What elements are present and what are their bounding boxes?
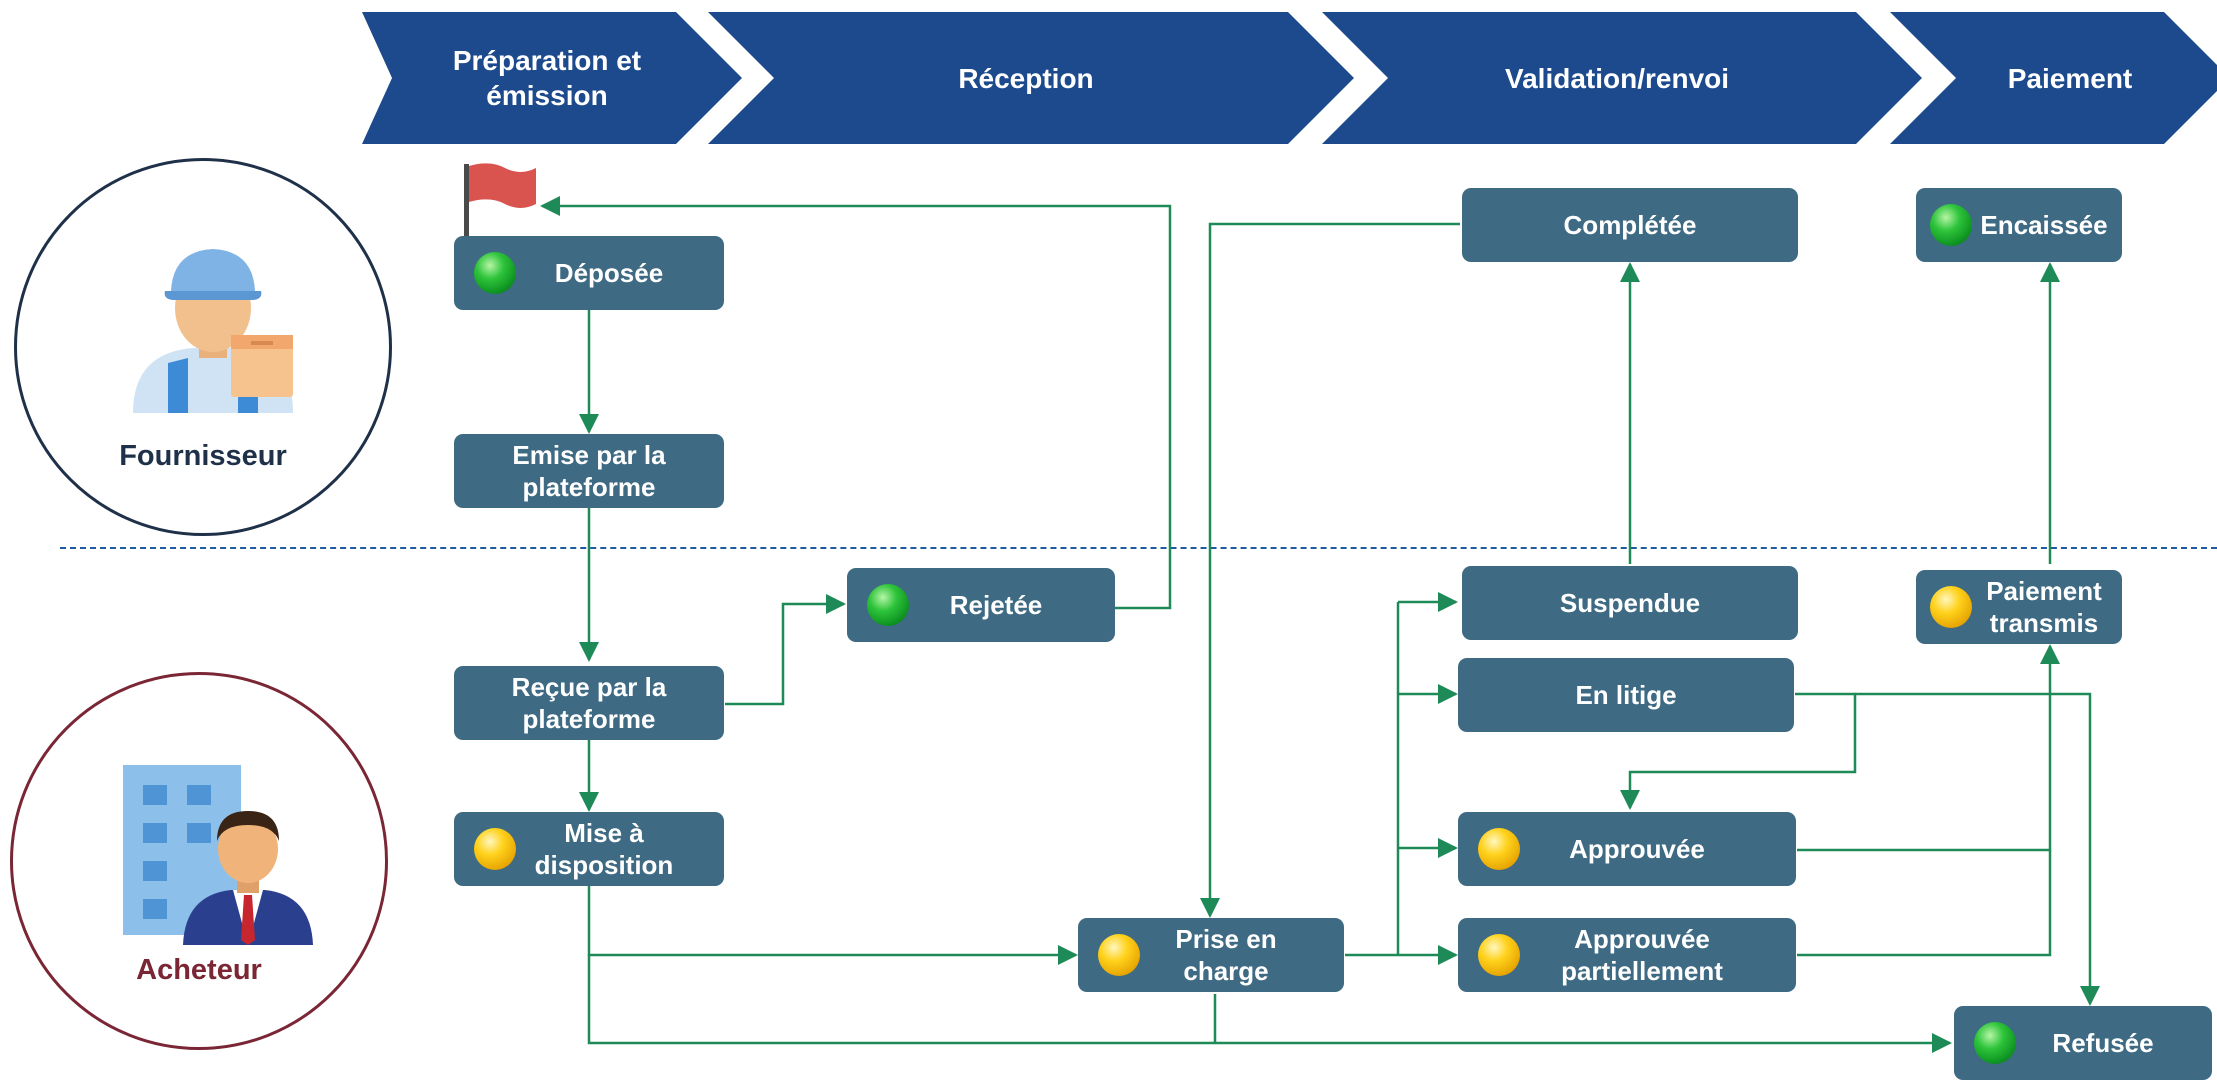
status-recue[interactable]: Reçue par la plateforme <box>454 666 724 740</box>
status-approuvee[interactable]: Approuvée <box>1458 812 1796 886</box>
status-deposee[interactable]: Déposée <box>454 236 724 310</box>
actor-label: Acheteur <box>136 954 262 986</box>
status-label: Prise en charge <box>1175 923 1277 987</box>
status-label: Paiement transmis <box>1986 575 2102 639</box>
connector-recue-rejetee <box>725 594 846 706</box>
phase-label: Préparation et émission <box>452 45 642 111</box>
status-en-litige[interactable]: En litige <box>1458 658 1794 732</box>
actor-supplier: Fournisseur <box>14 158 392 536</box>
status-label: Déposée <box>554 257 664 288</box>
status-approuvee-partiellement[interactable]: Approuvée partiellement <box>1458 918 1796 992</box>
green-indicator-icon <box>474 252 516 294</box>
connector-completee-prise <box>1200 222 1460 918</box>
status-label: En litige <box>1575 679 1677 710</box>
phase-validation-renvoi: Validation/renvoi <box>1322 12 1922 144</box>
status-label: Approuvée partiellement <box>1561 923 1723 987</box>
delivery-person-icon <box>133 249 293 413</box>
green-indicator-icon <box>867 584 909 626</box>
status-label: Refusée <box>2052 1027 2154 1058</box>
yellow-indicator-icon <box>1478 934 1520 976</box>
yellow-indicator-icon <box>1478 828 1520 870</box>
actor-label: Fournisseur <box>119 440 287 472</box>
status-label: Approuvée <box>1569 833 1705 864</box>
status-mise-a-disposition[interactable]: Mise à disposition <box>454 812 724 886</box>
connector-mise-refusee <box>587 955 1952 1053</box>
status-suspendue[interactable]: Suspendue <box>1462 566 1798 640</box>
status-label: Emise par la plateforme <box>512 439 666 503</box>
phase-reception: Réception <box>708 12 1354 144</box>
connector-mise-prise <box>587 886 1078 965</box>
status-prise-en-charge[interactable]: Prise en charge <box>1078 918 1344 992</box>
status-refusee[interactable]: Refusée <box>1954 1006 2212 1080</box>
businessman-building-icon <box>123 765 313 945</box>
flag-icon <box>464 163 536 236</box>
status-paiement-transmis[interactable]: Paiement transmis <box>1916 570 2122 644</box>
status-label: Encaissée <box>1980 209 2108 240</box>
status-label: Complétée <box>1563 209 1697 240</box>
green-indicator-icon <box>1974 1022 2016 1064</box>
status-label: Reçue par la plateforme <box>511 671 667 735</box>
status-label: Suspendue <box>1559 587 1701 618</box>
yellow-indicator-icon <box>474 828 516 870</box>
connector-litige-refusee <box>1855 692 2100 1006</box>
status-encaissee[interactable]: Encaissée <box>1916 188 2122 262</box>
status-completee[interactable]: Complétée <box>1462 188 1798 262</box>
green-indicator-icon <box>1930 204 1972 246</box>
phase-preparation-emission: Préparation et émission <box>362 12 742 144</box>
connector-litige-approuvee <box>1620 692 1857 810</box>
status-rejetee[interactable]: Rejetée <box>847 568 1115 642</box>
yellow-indicator-icon <box>1930 586 1972 628</box>
actor-buyer: Acheteur <box>10 672 388 1050</box>
phase-label: Validation/renvoi <box>1504 62 1730 94</box>
yellow-indicator-icon <box>1098 934 1140 976</box>
connector-approuvee-paiement <box>1797 644 2060 852</box>
connector-appart-paiement <box>1797 850 2052 957</box>
phase-label: Réception <box>958 62 1094 94</box>
status-label: Mise à disposition <box>534 817 674 881</box>
phase-label: Paiement <box>2007 62 2133 94</box>
status-label: Rejetée <box>949 589 1043 620</box>
status-emise[interactable]: Emise par la plateforme <box>454 434 724 508</box>
connector-rejetee-flag <box>540 196 1172 610</box>
swimlane-divider <box>60 547 2217 549</box>
